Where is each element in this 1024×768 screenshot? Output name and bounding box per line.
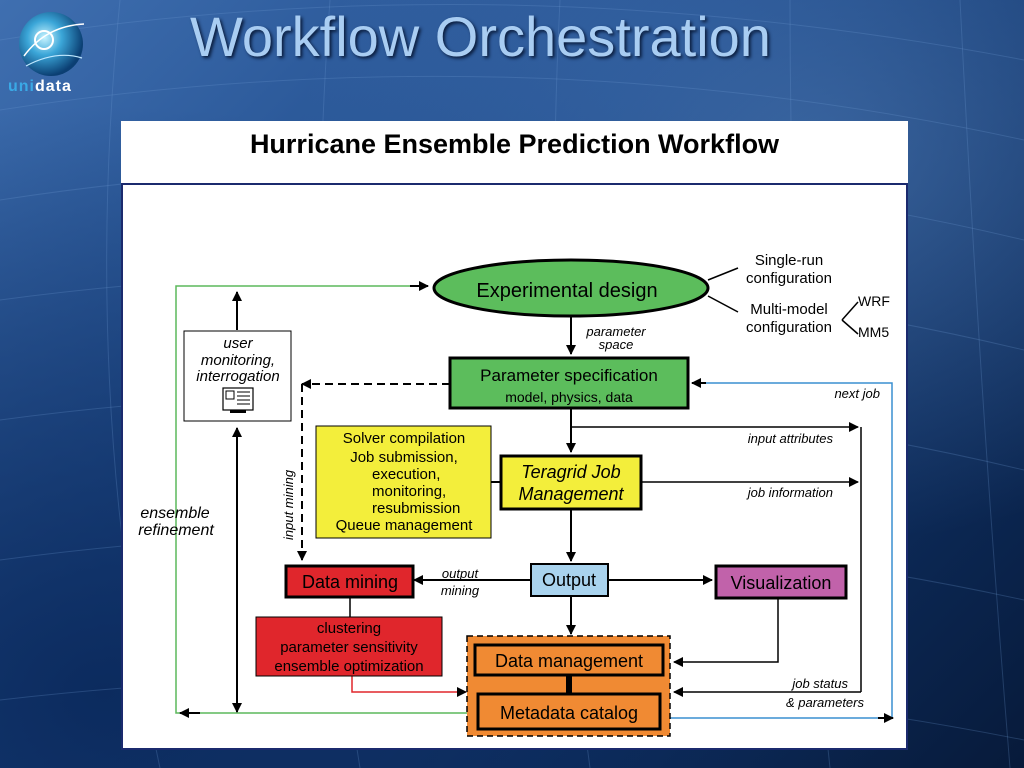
solver-line-6: Queue management [336,517,474,534]
user-line-1: user [223,335,253,352]
monitor-icon [222,387,254,413]
user-line-3: interrogation [196,368,279,385]
ensemble-refinement-loop [175,285,467,714]
output-mining-label-1: output [442,566,480,581]
solver-line-1: Solver compilation [343,430,466,447]
next-job-label: next job [834,386,880,401]
teragrid-node [499,454,643,511]
parameter-spec-node [448,356,690,410]
data-mining-node [284,564,415,599]
solver-box [315,425,492,539]
arrow-vis-to-datamgmt [673,598,779,667]
visualization-label: Visualization [731,573,832,593]
wrf-label: WRF [858,293,890,309]
multi-model-label-2: configuration [746,319,832,336]
ensemble-refinement-label-2: refinement [138,522,214,539]
logo-wordmark: unidata [8,78,72,95]
branch-multi-model [707,295,739,313]
job-information-label: job information [746,485,833,500]
input-mining-label: input mining [281,469,296,540]
solver-line-4: monitoring, [372,483,446,500]
clustering-box [255,616,443,677]
panel-header: Hurricane Ensemble Prediction Workflow [121,121,908,183]
multi-model-label-1: Multi-model [750,301,828,318]
metadata-catalog-label: Metadata catalog [500,703,638,723]
next-job-loop [670,382,893,719]
user-line-2: monitoring, [201,352,275,369]
single-run-label-2: configuration [746,270,832,287]
parameter-spec-label: Parameter specification [480,366,658,385]
panel-title: Hurricane Ensemble Prediction Workflow [249,129,780,159]
output-node [530,563,609,597]
visualization-node [714,564,848,600]
teragrid-label-1: Teragrid Job [521,462,620,482]
ensemble-refinement-label-1: ensemble [140,505,209,522]
solver-line-2: Job submission, [350,449,458,466]
output-mining-label-2: mining [441,583,480,598]
clustering-line-1: clustering [317,620,381,637]
branch-single-run [707,267,739,281]
slide-title: Workflow Orchestration [190,5,771,68]
parameter-space-label-1: parameter [585,324,646,339]
solver-line-3: execution, [372,466,440,483]
datamgmt-connector [566,675,572,694]
clustering-line-2: parameter sensitivity [280,639,418,656]
clustering-line-3: ensemble optimization [274,658,423,675]
clustering-to-metadata [351,676,467,697]
branch-mm5 [841,319,859,335]
job-status-label-1: job status [790,676,848,691]
job-status-label-2: & parameters [786,695,865,710]
data-management-label: Data management [495,651,643,671]
input-attributes-label: input attributes [748,431,834,446]
mm5-label: MM5 [858,324,889,340]
metadata-catalog-node [476,692,662,731]
parameter-spec-sublabel: model, physics, data [505,389,633,405]
single-run-label-1: Single-run [755,252,823,269]
output-label: Output [542,570,596,590]
solver-line-5: resubmission [372,500,460,517]
branch-wrf [841,301,859,321]
experimental-design-node [432,258,710,318]
teragrid-label-2: Management [518,484,624,504]
data-mining-label: Data mining [302,572,398,592]
experimental-design-label: Experimental design [476,280,657,302]
parameter-space-label-2: space [599,337,634,352]
unidata-logo [19,12,85,76]
